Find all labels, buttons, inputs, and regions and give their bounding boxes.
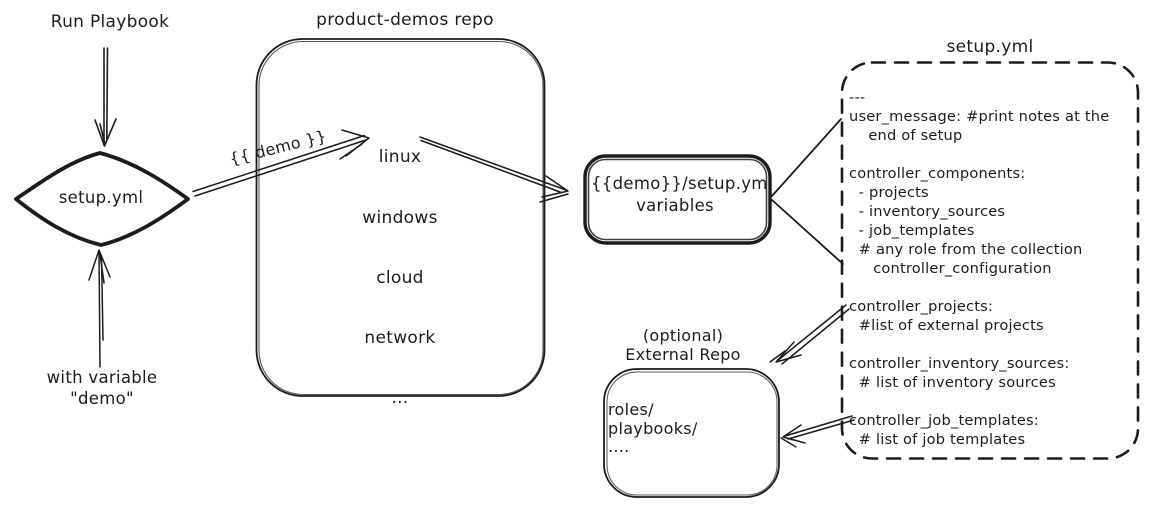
with-variable-arrow: [88, 249, 111, 368]
demo-arrow: [192, 129, 370, 197]
repo-item-ellipsis: ...: [391, 388, 409, 409]
start-diamond: [14, 151, 190, 247]
projects-to-external-repo-arrow: [769, 304, 850, 365]
variables-node-label: {{demo}}/setup.yml variables: [591, 174, 773, 215]
linux-to-variables-arrow: [419, 136, 569, 203]
external-repo-title: (optional) External Repo: [625, 326, 741, 364]
repo-item-linux: linux: [378, 147, 422, 168]
start-node-label: setup.yml: [58, 188, 144, 207]
setup-file-dashed-box: [840, 61, 1140, 460]
setup-file-title: setup.yml: [946, 37, 1034, 57]
with-variable-label: with variable "demo": [46, 368, 158, 408]
external-repo-content: roles/ playbooks/ ....: [608, 400, 698, 456]
run-playbook-arrow: [94, 47, 117, 147]
external-repo-box: [603, 368, 780, 498]
repo-item-network: network: [364, 328, 436, 348]
repo-title: product-demos repo: [316, 10, 494, 30]
variables-box: [583, 154, 772, 245]
repo-item-cloud: cloud: [376, 267, 424, 288]
repo-item-windows: windows: [362, 207, 438, 228]
setup-file-content: --- user_message: #print notes at the en…: [849, 89, 1110, 448]
repo-item-list: linux windows cloud network ...: [330, 117, 470, 440]
run-playbook-label: Run Playbook: [50, 12, 170, 32]
job-templates-to-external-repo-arrow: [780, 415, 855, 448]
variables-fanout-lines: [771, 118, 844, 265]
repo-box: [255, 38, 546, 397]
